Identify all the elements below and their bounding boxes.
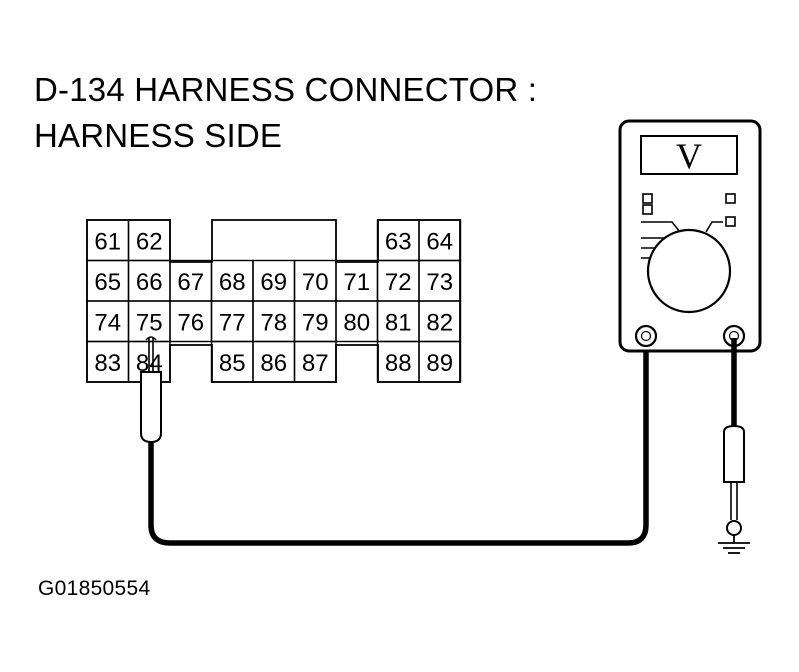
pin-label: 68 (219, 269, 246, 296)
pin-label: 88 (385, 350, 412, 377)
diagram-title-line2: HARNESS SIDE (34, 117, 283, 154)
pin-label: 62 (136, 228, 163, 255)
pin-label: 63 (385, 228, 412, 255)
pin-label: 67 (177, 269, 204, 296)
pin-label: 83 (94, 350, 121, 377)
meter-button-2 (725, 216, 736, 227)
pin-label: 78 (260, 309, 287, 336)
pin-label: 69 (260, 269, 287, 296)
probe-wire-positive (148, 338, 649, 546)
pin-label: 64 (426, 228, 453, 255)
pin-cell (293, 340, 337, 383)
meter-indicator-2 (642, 204, 653, 215)
pin-label: 71 (343, 269, 370, 296)
pin-label: 73 (426, 269, 453, 296)
pin-label: 77 (219, 309, 246, 336)
ground-symbol-icon (718, 542, 750, 554)
pin-label: 70 (302, 269, 329, 296)
pin-label: 74 (94, 309, 121, 336)
pin-label: 75 (136, 309, 163, 336)
pin-label: 89 (426, 350, 453, 377)
pin-label: 86 (260, 350, 287, 377)
pin-label: 79 (302, 309, 329, 336)
connector-pin-cells (86, 219, 462, 383)
connector-pin-labels: 61 62 63 64 65 66 67 68 69 70 71 72 73 74 75 76 77 78 79 80… (94, 228, 453, 377)
meter-jack-com-inner (640, 330, 652, 342)
range-selector-dial (646, 228, 732, 314)
meter-indicator-1 (642, 193, 653, 204)
meter-button-1 (725, 193, 736, 204)
probe-tip-connector (140, 336, 162, 444)
diagram-title-line1: D-134 HARNESS CONNECTOR : (34, 71, 538, 108)
pin-label: 87 (302, 350, 329, 377)
harness-connector: 61 62 63 64 65 66 67 68 69 70 71 72 73 74 75 76 77 78 79 80… (86, 219, 462, 383)
pin-label: 76 (177, 309, 204, 336)
pin-label: 81 (385, 309, 412, 336)
ground-probe (723, 338, 745, 543)
pin-label: 85 (219, 350, 246, 377)
pin-label: 66 (136, 269, 163, 296)
voltmeter: V (618, 119, 762, 353)
pin-label: 72 (385, 269, 412, 296)
pin-label: 65 (94, 269, 121, 296)
pin-label: 80 (343, 309, 370, 336)
pin-label: 82 (426, 309, 453, 336)
pin-cell (418, 340, 462, 383)
figure-code: G01850554 (38, 577, 151, 600)
voltmeter-display (640, 135, 738, 175)
pin-label: 61 (94, 228, 121, 255)
voltmeter-display-reading: V (676, 136, 702, 176)
